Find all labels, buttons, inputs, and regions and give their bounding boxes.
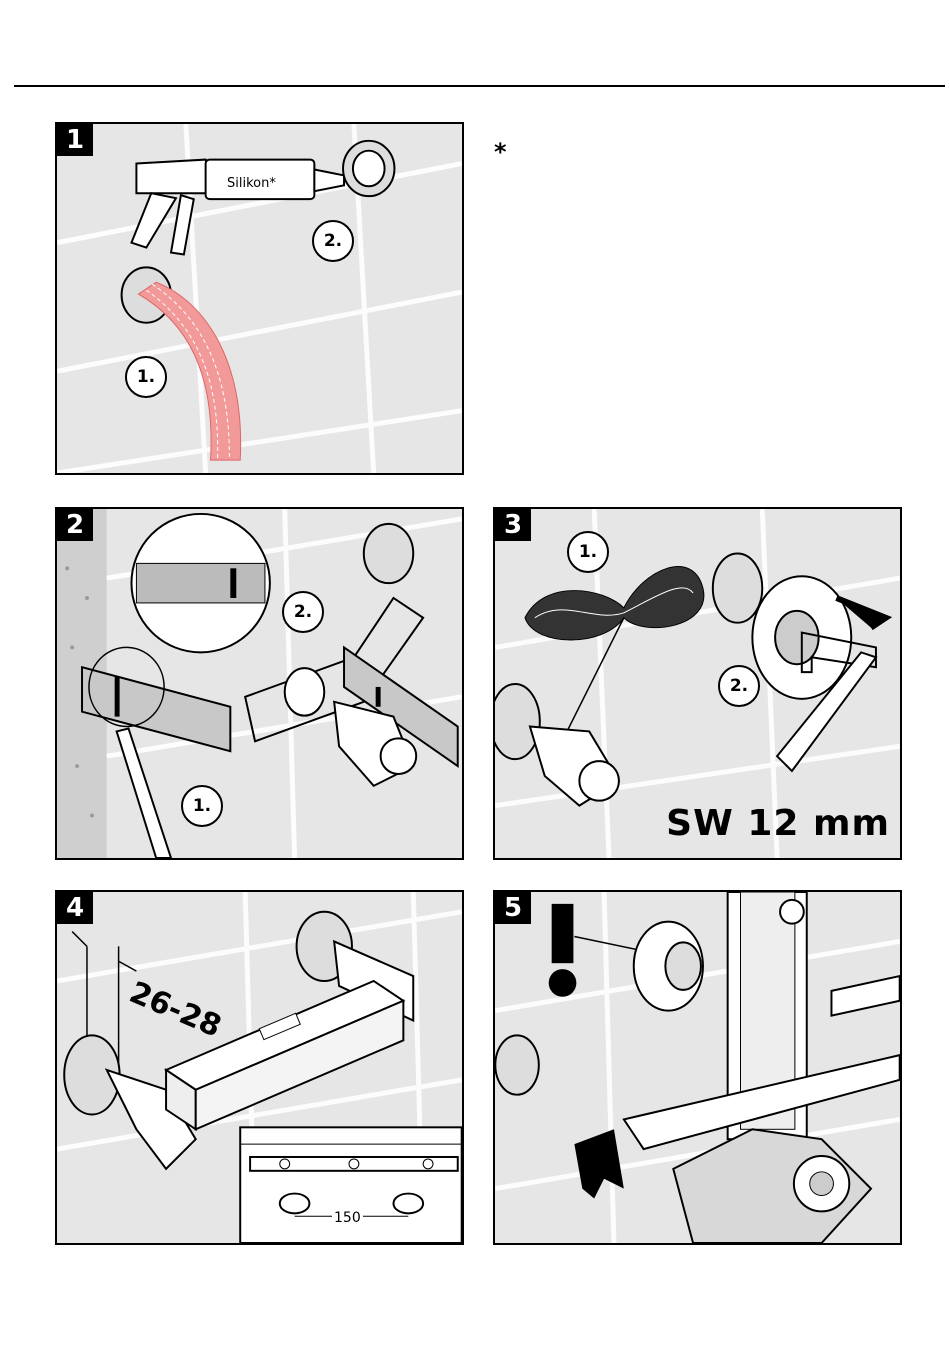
spacing-label: 150: [332, 1210, 363, 1226]
step-3-sub-1: 1.: [567, 531, 609, 573]
step-4-number: 4: [57, 892, 93, 924]
step-5-number: 5: [495, 892, 531, 924]
step-1-sub-1: 1.: [125, 356, 167, 398]
step-2-illustration: [57, 509, 462, 858]
step-5-illustration: [495, 892, 900, 1243]
silikon-label: Silikon*: [227, 176, 276, 191]
wrench-size-label: SW 12 mm: [666, 803, 890, 844]
step-2-panel: 2 2. 1.: [55, 507, 464, 860]
step-3-sub-2: 2.: [718, 665, 760, 707]
step-2-number: 2: [57, 509, 93, 541]
step-1-sub-2: 2.: [312, 220, 354, 262]
step-2-sub-2: 2.: [282, 591, 324, 633]
step-3-panel: 3 1. 2. SW 12 mm: [493, 507, 902, 860]
step-2-sub-1: 1.: [181, 785, 223, 827]
step-1-panel: 1 Silikon* 2. 1.: [55, 122, 464, 475]
step-4-panel: 4 150: [55, 890, 464, 1245]
exclamation-icon: [552, 904, 574, 963]
step-1-number: 1: [57, 124, 93, 156]
step-4-illustration: [57, 892, 462, 1243]
top-rule: [14, 85, 945, 87]
step-3-number: 3: [495, 509, 531, 541]
step-5-panel: 5: [493, 890, 902, 1245]
footnote-asterisk: *: [494, 138, 507, 166]
